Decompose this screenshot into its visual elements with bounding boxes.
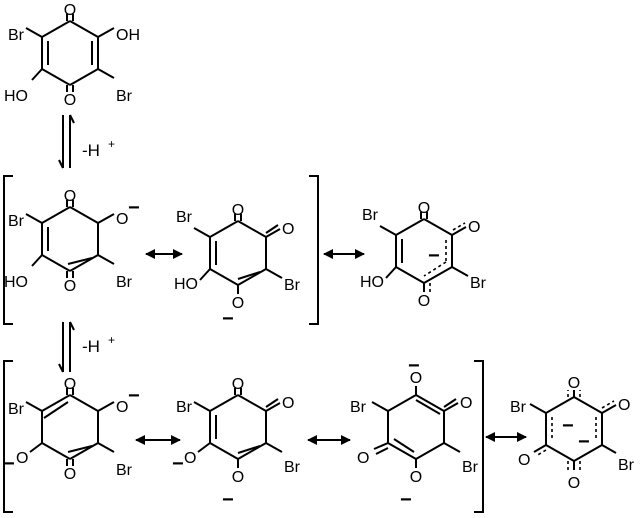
atom-oxygen: O <box>64 92 76 109</box>
negative-charge: − <box>562 415 574 437</box>
atom-oxygen: O <box>568 375 580 392</box>
dianion-structure-2-labels: O O Br Br O − O − <box>172 376 301 511</box>
atom-oxygen: O <box>518 452 530 469</box>
step-label-charge: + <box>108 137 115 151</box>
atom-hydroxyl: OH <box>116 27 140 44</box>
dianion-structure-1-labels: O O O − Br Br O − <box>3 376 140 483</box>
equilibrium-arrow <box>58 114 75 169</box>
atom-bromine: Br <box>176 209 193 226</box>
atom-bromine: Br <box>362 207 379 224</box>
step-label-charge: + <box>108 333 115 347</box>
neutral-molecule-labels: O O OH Br Br HO <box>4 2 140 109</box>
atom-bromine: Br <box>510 399 527 416</box>
atom-oxygen: O <box>232 202 244 219</box>
delocalization-dashes <box>535 390 615 470</box>
atom-oxygen: O <box>357 450 369 467</box>
atom-oxygen: O <box>282 395 294 412</box>
atom-hydroxyl: HO <box>360 274 384 291</box>
atom-bromine: Br <box>116 462 133 479</box>
monoanion-structure-2 <box>193 214 283 294</box>
dianion-structure-1 <box>25 388 115 466</box>
negative-charge: − <box>172 453 184 475</box>
atom-oxygen: O <box>16 450 28 467</box>
atom-oxygen: O <box>410 469 422 486</box>
atom-oxygen: O <box>568 475 580 492</box>
negative-charge: − <box>408 355 420 377</box>
atom-bromine: Br <box>284 459 301 476</box>
monoanion-delocalized-labels: O O Br Br HO O − <box>360 200 487 310</box>
monoanion-structure-1 <box>25 200 115 278</box>
dianion-structure-2 <box>193 388 283 468</box>
atom-bromine: Br <box>8 401 25 418</box>
neutral-molecule <box>25 14 115 92</box>
monoanion-delocalized <box>379 212 469 292</box>
atom-oxygen: O <box>418 200 430 217</box>
negative-charge: − <box>578 431 590 453</box>
dianion-structure-3-labels: O − O Br Br O O − <box>350 355 479 511</box>
step-label: -H <box>82 337 100 356</box>
atom-hydroxyl: HO <box>4 88 28 105</box>
atom-bromine: Br <box>462 459 479 476</box>
negative-charge: − <box>128 197 140 219</box>
atom-bromine: Br <box>176 399 193 416</box>
negative-charge: − <box>3 453 15 475</box>
negative-charge: − <box>400 489 412 511</box>
atom-oxygen: O <box>116 399 128 416</box>
atom-oxygen: O <box>232 469 244 486</box>
negative-charge: − <box>222 308 234 330</box>
atom-bromine: Br <box>284 277 301 294</box>
atom-bromine: Br <box>8 213 25 230</box>
atom-oxygen: O <box>64 2 76 19</box>
atom-bromine: Br <box>116 274 133 291</box>
equilibrium-arrow <box>58 321 75 373</box>
negative-charge: − <box>428 245 440 267</box>
atom-oxygen: O <box>468 219 480 236</box>
atom-bromine: Br <box>350 399 367 416</box>
atom-oxygen: O <box>64 376 76 393</box>
negative-charge: − <box>222 489 234 511</box>
dianion-structure-3 <box>371 386 461 468</box>
dianion-delocalized <box>529 390 617 470</box>
atom-oxygen: O <box>64 278 76 295</box>
monoanion-structure-1-labels: O O O − Br Br HO <box>4 188 140 295</box>
atom-oxygen: O <box>410 370 422 387</box>
atom-oxygen: O <box>460 395 472 412</box>
atom-oxygen: O <box>418 293 430 310</box>
atom-oxygen: O <box>64 466 76 483</box>
atom-oxygen: O <box>232 295 244 312</box>
atom-oxygen: O <box>116 211 128 228</box>
resonance-bracket <box>3 360 484 513</box>
atom-oxygen: O <box>184 450 196 467</box>
dianion-delocalized-labels: O O Br Br O O − − <box>510 375 635 492</box>
atom-oxygen: O <box>618 397 630 414</box>
atom-bromine: Br <box>618 457 635 474</box>
negative-charge: − <box>128 385 140 407</box>
atom-hydroxyl: HO <box>4 274 28 291</box>
atom-hydroxyl: HO <box>174 276 198 293</box>
atom-oxygen: O <box>232 376 244 393</box>
atom-bromine: Br <box>8 27 25 44</box>
atom-oxygen: O <box>282 221 294 238</box>
atom-bromine: Br <box>116 88 133 105</box>
atom-oxygen: O <box>64 188 76 205</box>
monoanion-structure-2-labels: O O Br Br HO O − <box>174 202 301 330</box>
resonance-bracket <box>3 175 319 325</box>
step-label: -H <box>82 141 100 160</box>
atom-bromine: Br <box>470 275 487 292</box>
delocalization-dashes <box>423 222 466 292</box>
